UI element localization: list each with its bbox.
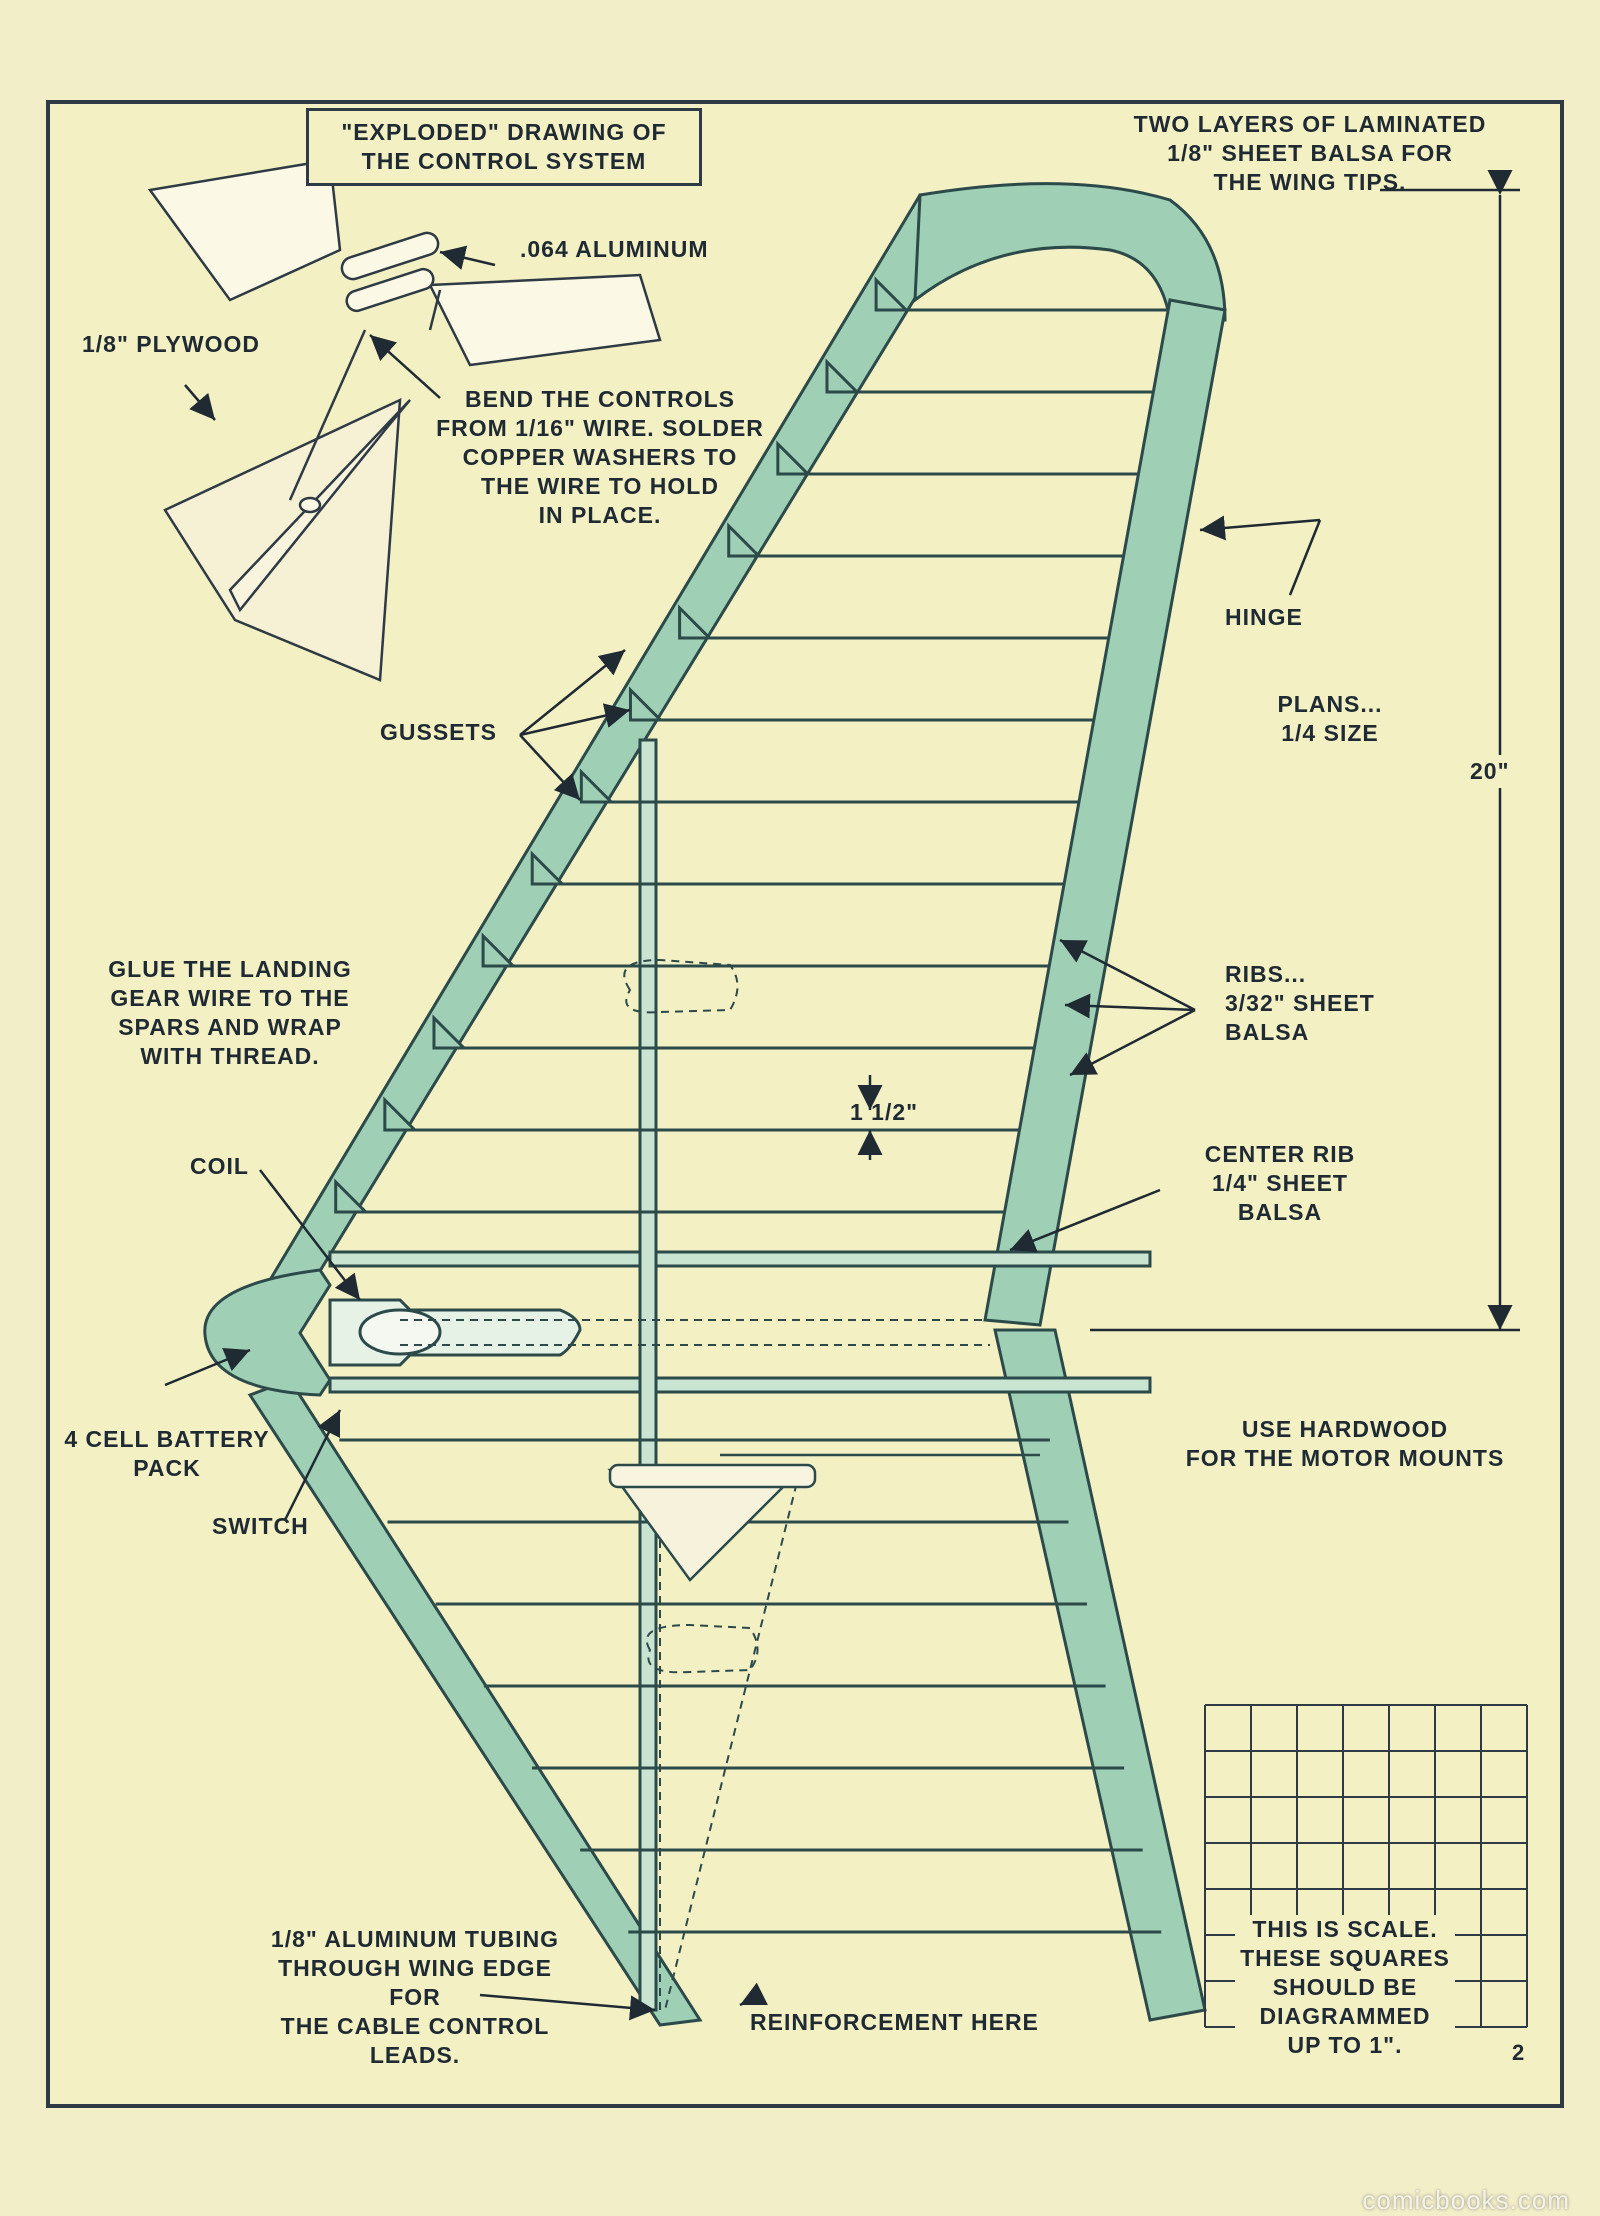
gusset — [334, 1178, 370, 1214]
gusset — [727, 522, 763, 558]
aluminum-label: .064 ALUMINUM — [520, 236, 709, 262]
gusset — [776, 440, 812, 476]
rib-group — [334, 276, 1169, 1934]
right-elevon-piece — [428, 273, 662, 367]
dimension-20-label: 20" — [1470, 755, 1510, 788]
leading-edge-lower — [247, 1378, 703, 2027]
motor — [358, 1308, 442, 1356]
trailing-edge-upper — [983, 298, 1227, 1327]
gusset — [628, 686, 665, 722]
control-wire-2 — [428, 289, 442, 331]
main-spar — [638, 738, 658, 2012]
rib-spacing-label: 1 1/2" — [850, 1099, 919, 1125]
plans-size-label: PLANS... 1/4 SIZE — [1277, 691, 1383, 746]
gusset — [874, 276, 910, 312]
bellcrank-assembly — [607, 1453, 1040, 1582]
gusset — [530, 850, 566, 886]
aluminum-link-1 — [340, 231, 440, 281]
gussets-label: GUSSETS — [380, 719, 497, 745]
wing-tips-label: TWO LAYERS OF LAMINATED 1/8" SHEET BALSA… — [1133, 111, 1487, 195]
gusset — [579, 768, 615, 804]
left-elevon-piece — [147, 158, 342, 302]
watermark: comicbooks.com — [1362, 2185, 1570, 2215]
wing-tip — [913, 182, 1227, 322]
leading-edge-upper — [252, 193, 978, 1322]
scale-note-label: THIS IS SCALE. THESE SQUARES SHOULD BE D… — [1235, 1915, 1455, 2060]
gusset — [432, 1014, 468, 1050]
battery-label: 4 CELL BATTERY PACK — [64, 1426, 270, 1481]
gusset — [825, 358, 861, 394]
aluminum-tubing-label: 1/8" ALUMINUM TUBING THROUGH WING EDGE F… — [270, 1926, 560, 2068]
leader-lines — [164, 245, 1322, 2021]
page-number: 2 — [1512, 2040, 1525, 2065]
bend-controls-label: BEND THE CONTROLS FROM 1/16" WIRE. SOLDE… — [436, 386, 764, 528]
title-label: "EXPLODED" DRAWING OF THE CONTROL SYSTEM — [341, 119, 667, 174]
title-box: "EXPLODED" DRAWING OF THE CONTROL SYSTEM — [306, 108, 702, 186]
reinforcement-label: REINFORCEMENT HERE — [750, 2009, 1039, 2035]
center-rib-label: CENTER RIB 1/4" SHEET BALSA — [1204, 1141, 1356, 1225]
switch-label: SWITCH — [212, 1513, 309, 1539]
lower-spar — [328, 1376, 1152, 1394]
control-wire — [288, 329, 367, 501]
control-cables — [400, 958, 990, 2011]
coil-label: COIL — [190, 1153, 249, 1179]
nose-fairing — [203, 1268, 332, 1397]
gusset — [383, 1096, 419, 1132]
gusset — [481, 932, 517, 968]
landing-gear-label: GLUE THE LANDING GEAR WIRE TO THE SPARS … — [108, 956, 352, 1069]
ribs-label: RIBS... 3/32" SHEET BALSA — [1225, 961, 1375, 1045]
plywood-label: 1/8" PLYWOOD — [82, 331, 260, 357]
aluminum-link-2 — [345, 267, 435, 313]
upper-spar — [328, 1250, 1152, 1268]
gusset — [678, 604, 714, 640]
hinge-label: HINGE — [1225, 604, 1303, 630]
exploded-control-parts — [147, 158, 662, 682]
motor-mounts-label: USE HARDWOOD FOR THE MOTOR MOUNTS — [1185, 1416, 1505, 1471]
horn-hole — [298, 496, 322, 514]
